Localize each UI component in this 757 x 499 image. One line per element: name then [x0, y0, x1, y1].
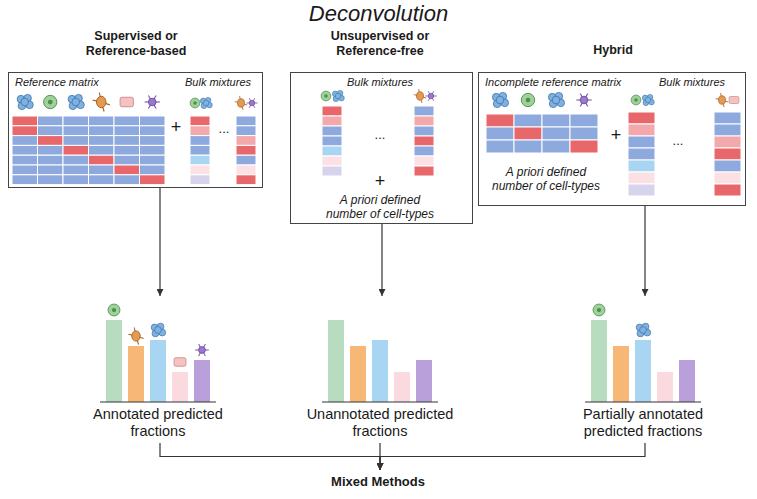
result-chart: Unannotated predicted fractions: [292, 296, 472, 443]
panel-label: Bulk mixtures: [185, 76, 251, 89]
cell-icons: [17, 89, 739, 112]
cell-icon: [93, 93, 110, 112]
fraction-bar: [194, 360, 210, 402]
plus-sign: +: [365, 171, 395, 191]
cell-icon: [235, 96, 248, 110]
ellipsis: ...: [663, 133, 693, 148]
bar-chart: [100, 304, 216, 402]
cell-icon: [120, 97, 133, 107]
connector-arrow: [380, 443, 645, 470]
cell-icon: [631, 95, 641, 105]
column-heading: Unsupervised or Reference-free: [315, 29, 445, 59]
cell-icon: [200, 97, 212, 108]
panel-note: A priori defined number of cell-types: [487, 165, 605, 193]
panel-label: Incomplete reference matrix: [485, 76, 621, 89]
panel-note: A priori defined number of cell-types: [321, 193, 439, 221]
method-label: Mixed Methods: [318, 474, 438, 490]
ellipsis: ...: [211, 121, 237, 136]
chart-caption: Partially annotated predicted fractions: [555, 406, 731, 440]
chart-baseline: [100, 402, 216, 403]
fraction-bar: [679, 360, 695, 402]
panel-label: Reference matrix: [15, 76, 99, 89]
cell-icon: [576, 93, 591, 106]
fraction-bar: [150, 340, 166, 402]
fraction-bar: [372, 340, 388, 402]
fraction-bar: [172, 372, 188, 402]
cell-icon: [636, 323, 650, 337]
plus-sign: +: [166, 117, 186, 137]
fraction-bar: [350, 346, 366, 402]
connector-arrow: [644, 206, 645, 296]
bulk-column: [414, 106, 434, 176]
cell-icon: [195, 344, 209, 356]
cell-icon: [145, 95, 160, 108]
cell-icon: [44, 95, 57, 108]
cell-icon: [716, 93, 729, 107]
connector-arrow: [381, 224, 382, 296]
fraction-bar: [416, 360, 432, 402]
column-heading: Supervised or Reference-based: [71, 29, 201, 59]
cell-icon: [17, 94, 33, 109]
plus-sign: +: [605, 125, 627, 145]
cell-icon: [425, 91, 436, 101]
cell-icon: [321, 91, 331, 101]
cell-icon: [332, 90, 344, 101]
fraction-bar: [394, 372, 410, 402]
panel-box: Unsupervised or Reference-freeBulk mixtu…: [290, 72, 473, 224]
cell-icon: [174, 358, 186, 367]
reference-matrix: [486, 114, 598, 153]
cell-icon: [593, 304, 605, 316]
cell-icon: [548, 92, 564, 107]
cell-icon: [128, 328, 143, 345]
fraction-bar: [635, 340, 651, 402]
fraction-bar: [657, 372, 673, 402]
cell-icon: [414, 89, 427, 103]
cell-icon: [492, 92, 508, 107]
chart-caption: Unannotated predicted fractions: [292, 406, 468, 440]
reference-matrix: [12, 116, 165, 185]
connector-arrow: [160, 443, 380, 470]
chart-baseline: [322, 402, 438, 403]
cell-icon: [729, 97, 739, 104]
fraction-bar: [128, 346, 144, 402]
column-heading: Hybrid: [548, 43, 678, 58]
fraction-bar: [328, 320, 344, 402]
bulk-column: [190, 116, 210, 185]
bulk-column: [628, 112, 655, 196]
fraction-bar: [613, 346, 629, 402]
diagram-title: Deconvolution: [0, 2, 757, 26]
method-node: Mixed Methods: [318, 470, 442, 494]
cell-icon: [190, 98, 200, 108]
panel-box: Supervised or Reference-basedReference m…: [8, 72, 263, 188]
chart-baseline: [585, 402, 701, 403]
panel-label: Bulk mixtures: [659, 76, 725, 89]
result-chart: Partially annotated predicted fractions: [555, 296, 735, 443]
bar-chart: [585, 304, 701, 402]
cell-icon: [68, 94, 84, 109]
cell-icon: [108, 304, 120, 316]
cell-icon: [151, 323, 165, 337]
bulk-column: [322, 106, 342, 176]
result-chart: Annotated predicted fractions: [70, 296, 250, 443]
panel-box: HybridIncomplete reference matrixBulk mi…: [478, 72, 746, 206]
cell-icon: [521, 93, 534, 106]
ellipsis: ...: [361, 127, 399, 142]
connector-arrow: [159, 188, 160, 296]
bulk-column: [714, 112, 741, 196]
fraction-bar: [106, 320, 122, 402]
bulk-column: [236, 116, 256, 185]
chart-caption: Annotated predicted fractions: [70, 406, 246, 440]
panel-label: Bulk mixtures: [291, 76, 469, 89]
cell-icon: [642, 94, 654, 105]
fraction-bar: [591, 320, 607, 402]
cell-icon: [246, 98, 257, 108]
bar-chart: [322, 320, 438, 402]
